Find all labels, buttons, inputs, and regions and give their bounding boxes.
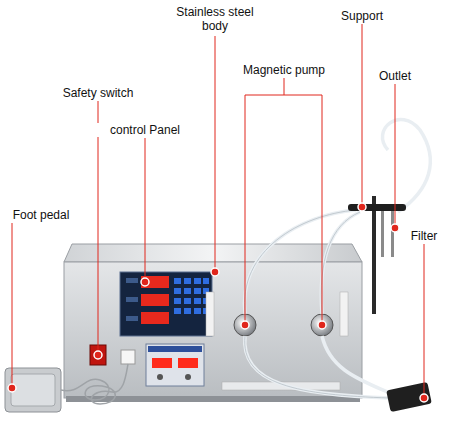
screen-legend (126, 316, 138, 321)
tubes (244, 120, 430, 398)
callout-dots (8, 203, 428, 402)
part-label: Magnetic pump (228, 63, 340, 77)
part-label: Outlet (370, 69, 420, 83)
part-label: control Panel (95, 123, 195, 137)
regulator-display (178, 358, 198, 368)
filter (386, 382, 432, 412)
pump-tag (206, 292, 214, 336)
pump-tag (340, 292, 348, 336)
pedal-top (11, 374, 55, 406)
led-display (141, 276, 169, 288)
support-rod (372, 196, 376, 314)
part-label: Filter (400, 229, 448, 243)
foot-pedal (5, 368, 61, 412)
regulator-display (152, 358, 172, 368)
regulator-knob (157, 374, 163, 380)
speed-regulator (146, 344, 204, 386)
regulator-header (148, 346, 202, 352)
part-label: Safety switch (50, 86, 146, 100)
screen-legend (126, 297, 138, 302)
support-arm (348, 204, 406, 211)
outlet-nozzle (391, 211, 394, 257)
led-display (141, 294, 169, 306)
screen-legend (126, 278, 138, 283)
keypad (174, 278, 209, 314)
outlet-nozzle (381, 211, 384, 257)
part-label: Support (332, 9, 392, 23)
led-display (141, 312, 169, 324)
body-front (64, 262, 362, 398)
part-label: Foot pedal (2, 208, 80, 222)
pedal-socket (121, 350, 135, 364)
control-screen (120, 272, 212, 336)
body-top (64, 244, 362, 262)
part-label: Stainless steel body (168, 5, 262, 33)
regulator-knob (185, 374, 191, 380)
pedal-cable (61, 364, 128, 404)
tube-edges (244, 210, 390, 398)
